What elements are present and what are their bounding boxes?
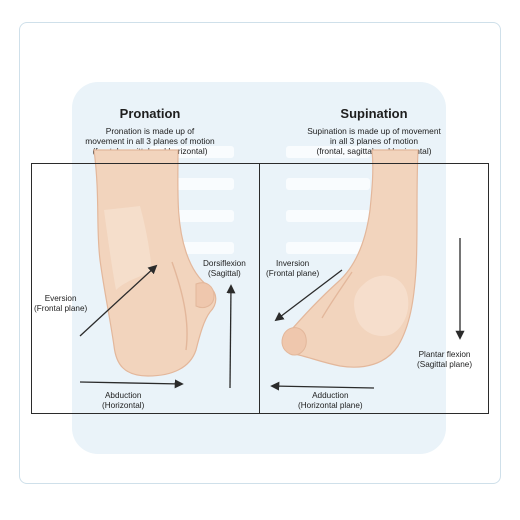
dorsiflexion-label-line: Dorsiflexion [203, 259, 246, 268]
dorsiflexion-arrow [226, 284, 236, 389]
dorsiflexion-label: Dorsiflexion (Sagittal) [203, 259, 246, 279]
supinated-foot [281, 149, 419, 368]
adduction-label-line: Adduction [312, 391, 349, 400]
pronated-foot-toe [195, 282, 215, 309]
adduction-label-line: (Horizontal plane) [298, 401, 363, 410]
pronated-foot-arch-line [171, 261, 188, 351]
supination-title: Supination [340, 106, 408, 121]
diagram-frame [31, 163, 489, 414]
pronation-description-line: movement in all 3 planes of motion [85, 136, 215, 146]
plantar-flexion-label-line: (Sagittal plane) [417, 360, 473, 369]
background-stripe [286, 146, 370, 158]
inversion-label: Inversion (Frontal plane) [266, 259, 319, 279]
inversion-arrow [274, 269, 343, 322]
supinated-foot-toes [281, 327, 307, 356]
eversion-label: Eversion (Frontal plane) [34, 294, 87, 314]
plantar-flexion-label-line: Plantar flexion [418, 350, 471, 359]
supination-description-line: in all 3 planes of motion [330, 136, 418, 146]
pronation-title: Pronation [119, 106, 181, 121]
abduction-label-line: (Horizontal) [102, 401, 145, 410]
pronation-description-line: Pronation is made up of [105, 126, 195, 136]
eversion-arrow [79, 264, 158, 337]
panel-divider [259, 163, 260, 414]
pronated-foot-shape [93, 149, 217, 377]
abduction-arrow [79, 379, 184, 389]
supinated-foot-heel-shade [354, 275, 409, 336]
supinated-foot-edge-line [321, 271, 353, 319]
eversion-label-line: (Frontal plane) [34, 304, 88, 313]
plantar-flexion-label: Plantar flexion (Sagittal plane) [417, 350, 472, 370]
dorsiflexion-label-line: (Sagittal) [208, 269, 241, 278]
pronated-foot-ankle-shade [104, 206, 152, 290]
background-stripe [286, 242, 370, 254]
pronated-foot [93, 149, 217, 377]
inversion-label-line: (Frontal plane) [266, 269, 320, 278]
adduction-label: Adduction (Horizontal plane) [298, 391, 363, 411]
supination-description-line: Supination is made up of movement [307, 126, 441, 136]
adduction-arrow [270, 381, 375, 391]
abduction-label-line: Abduction [104, 391, 142, 400]
abduction-label: Abduction (Horizontal) [102, 391, 144, 411]
inversion-label-line: Inversion [276, 259, 310, 268]
eversion-label-line: Eversion [44, 294, 77, 303]
background-stripe [286, 178, 370, 190]
background-stripe [286, 210, 370, 222]
